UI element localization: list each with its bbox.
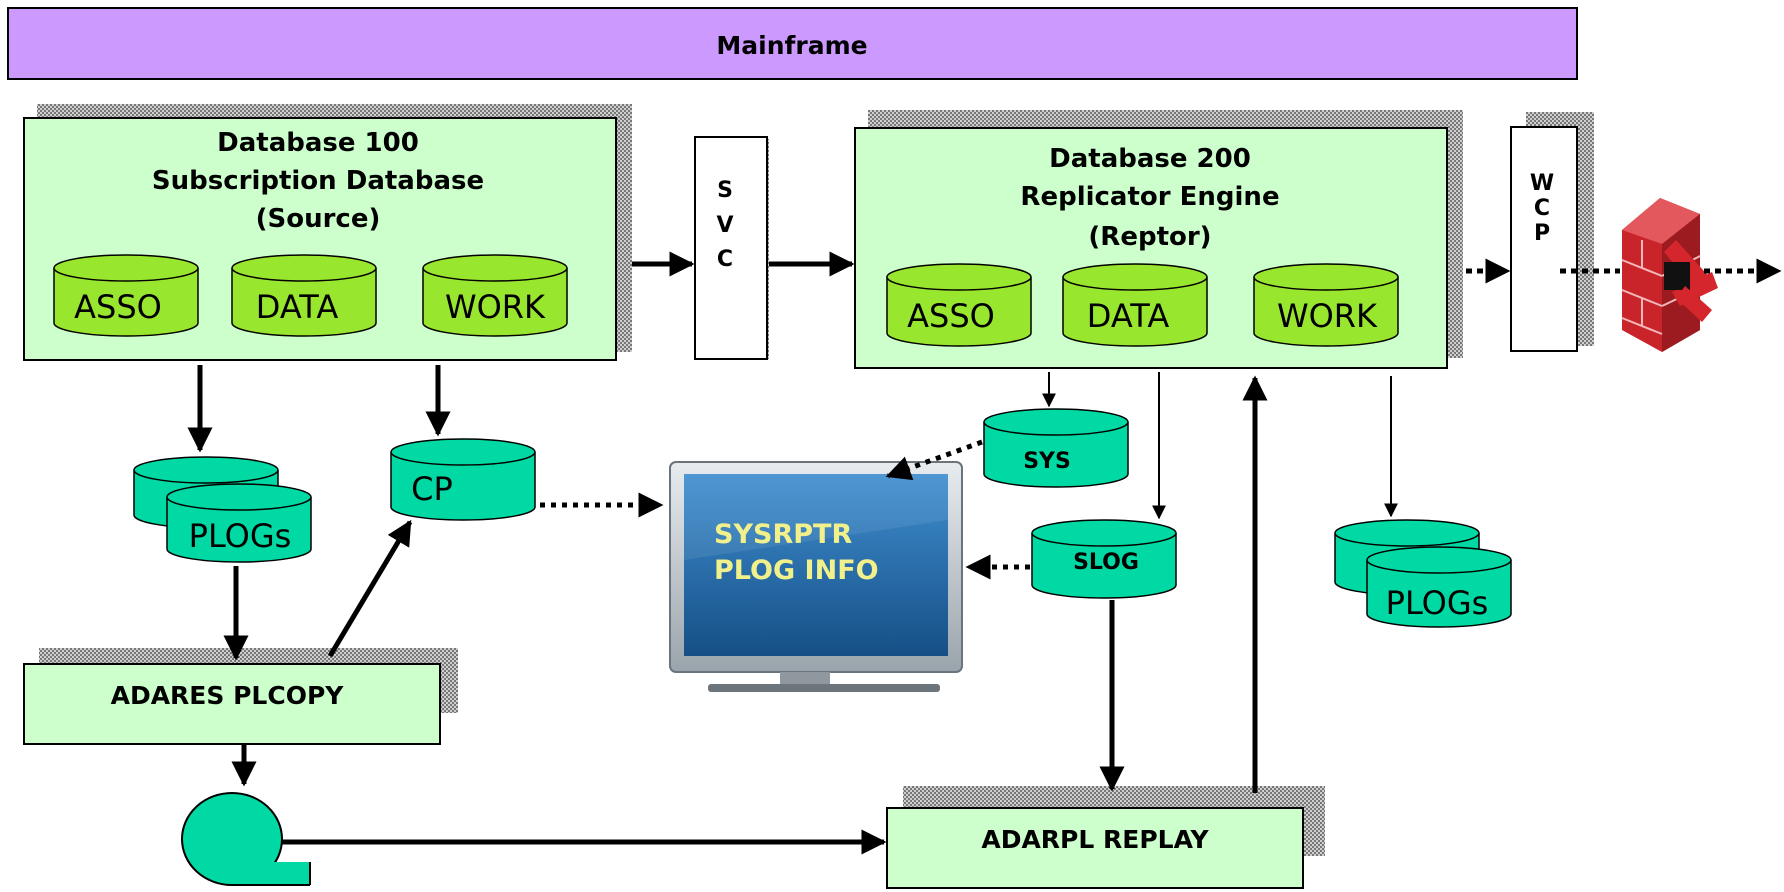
db100-data-label: DATA — [256, 288, 339, 326]
adarpl-replay-box: ADARPL REPLAY — [886, 786, 1325, 889]
db200-data-cylinder: DATA — [1062, 263, 1208, 347]
db200-work-cylinder: WORK — [1253, 263, 1399, 347]
slog-label: SLOG — [1073, 550, 1139, 575]
db200-subtitle: Replicator Engine — [1020, 182, 1279, 212]
connector-arrows — [187, 251, 1782, 855]
monitor-line1: SYSRPTR — [714, 519, 852, 550]
db100-work-label: WORK — [445, 288, 546, 326]
adarpl-replay-label: ADARPL REPLAY — [981, 825, 1209, 854]
db100-subtitle: Subscription Database — [152, 166, 484, 196]
tape-reel-icon — [181, 792, 311, 886]
db200-work-label: WORK — [1277, 297, 1378, 335]
arrow-adares-to-cp — [327, 519, 413, 658]
db100-asso-label: ASSO — [74, 288, 162, 326]
svc-letter-v: V — [716, 213, 733, 238]
db100-title: Database 100 — [217, 128, 419, 158]
db100-data-cylinder: DATA — [231, 254, 377, 337]
db100-asso-cylinder: ASSO — [53, 254, 199, 337]
right-plogs-cylinders: PLOGs — [1334, 519, 1512, 628]
slog-cylinder: SLOG — [1031, 519, 1177, 599]
mainframe-banner: Mainframe — [7, 7, 1578, 80]
left-plogs-cylinders: PLOGs — [133, 456, 312, 563]
sys-cylinder: SYS — [983, 408, 1129, 488]
firewall-icon — [1621, 198, 1718, 352]
wcp-letter-p: P — [1534, 221, 1550, 246]
db200-role: (Reptor) — [1088, 222, 1211, 252]
db200-data-label: DATA — [1087, 297, 1170, 335]
monitor-icon: SYSRPTR PLOG INFO — [669, 461, 963, 692]
wcp-letter-c: C — [1534, 196, 1550, 221]
adares-plcopy-box: ADARES PLCOPY — [23, 648, 458, 745]
db100-role: (Source) — [256, 204, 381, 234]
wcp-letter-w: W — [1530, 171, 1554, 196]
left-plogs-label: PLOGs — [189, 517, 292, 555]
db200-asso-cylinder: ASSO — [886, 263, 1032, 347]
cp-cylinder: CP — [390, 438, 536, 521]
mainframe-label: Mainframe — [716, 31, 867, 60]
wcp-box: W C P — [1510, 112, 1594, 352]
db200-asso-label: ASSO — [907, 297, 995, 335]
cp-label: CP — [411, 470, 453, 508]
db200-title: Database 200 — [1049, 144, 1251, 174]
svc-box: S V C — [694, 136, 769, 360]
svc-letter-s: S — [717, 178, 733, 203]
db100-work-cylinder: WORK — [422, 254, 568, 337]
adares-plcopy-label: ADARES PLCOPY — [111, 681, 345, 710]
svc-letter-c: C — [717, 247, 733, 272]
sys-label: SYS — [1023, 449, 1071, 474]
monitor-line2: PLOG INFO — [714, 555, 879, 586]
right-plogs-label: PLOGs — [1386, 584, 1489, 622]
